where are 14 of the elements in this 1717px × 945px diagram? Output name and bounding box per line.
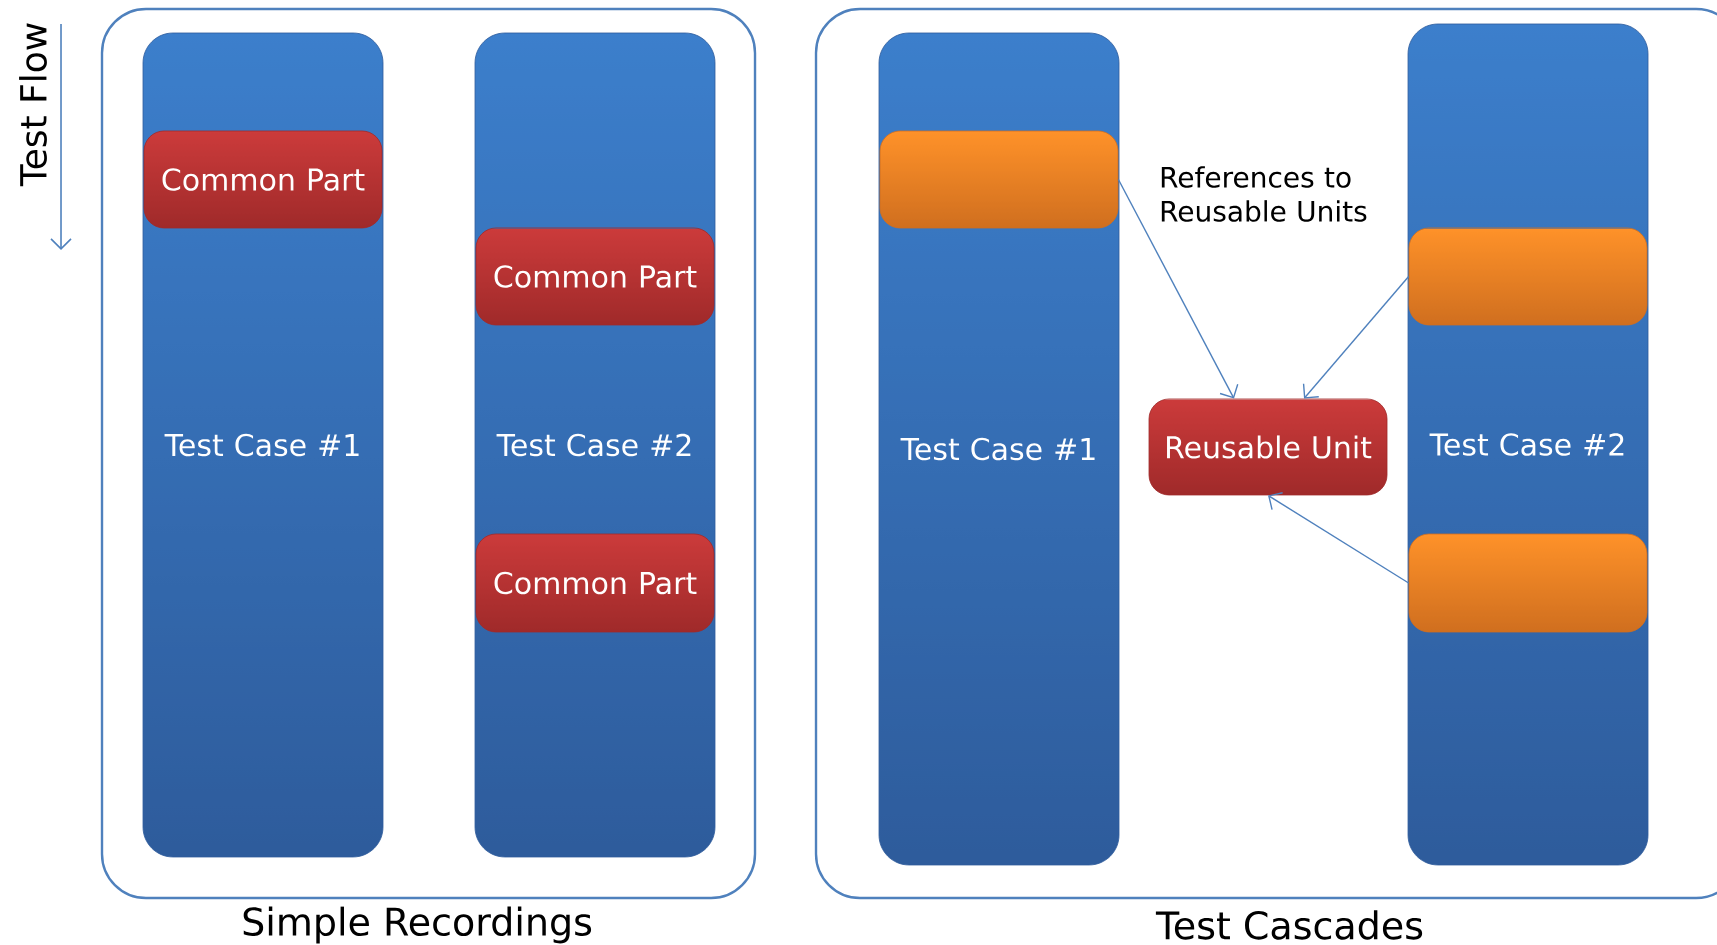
arrow xyxy=(1117,178,1239,399)
panel-title: Simple Recordings xyxy=(243,906,592,944)
process-box: Reusable Unit xyxy=(1148,398,1388,496)
reference-box xyxy=(1408,227,1648,326)
reference-box xyxy=(1408,533,1648,633)
arrow xyxy=(1302,275,1410,399)
note: References to Reusable Units xyxy=(1161,166,1367,222)
panel-title: Test Cascades xyxy=(1155,910,1423,940)
process-box: Common Part xyxy=(143,130,383,229)
process-box: Common Part xyxy=(475,533,715,633)
arrow xyxy=(1268,492,1410,584)
reference-box xyxy=(879,130,1119,229)
process-box: Common Part xyxy=(475,227,715,326)
axis-label: Test Flow xyxy=(19,23,47,187)
